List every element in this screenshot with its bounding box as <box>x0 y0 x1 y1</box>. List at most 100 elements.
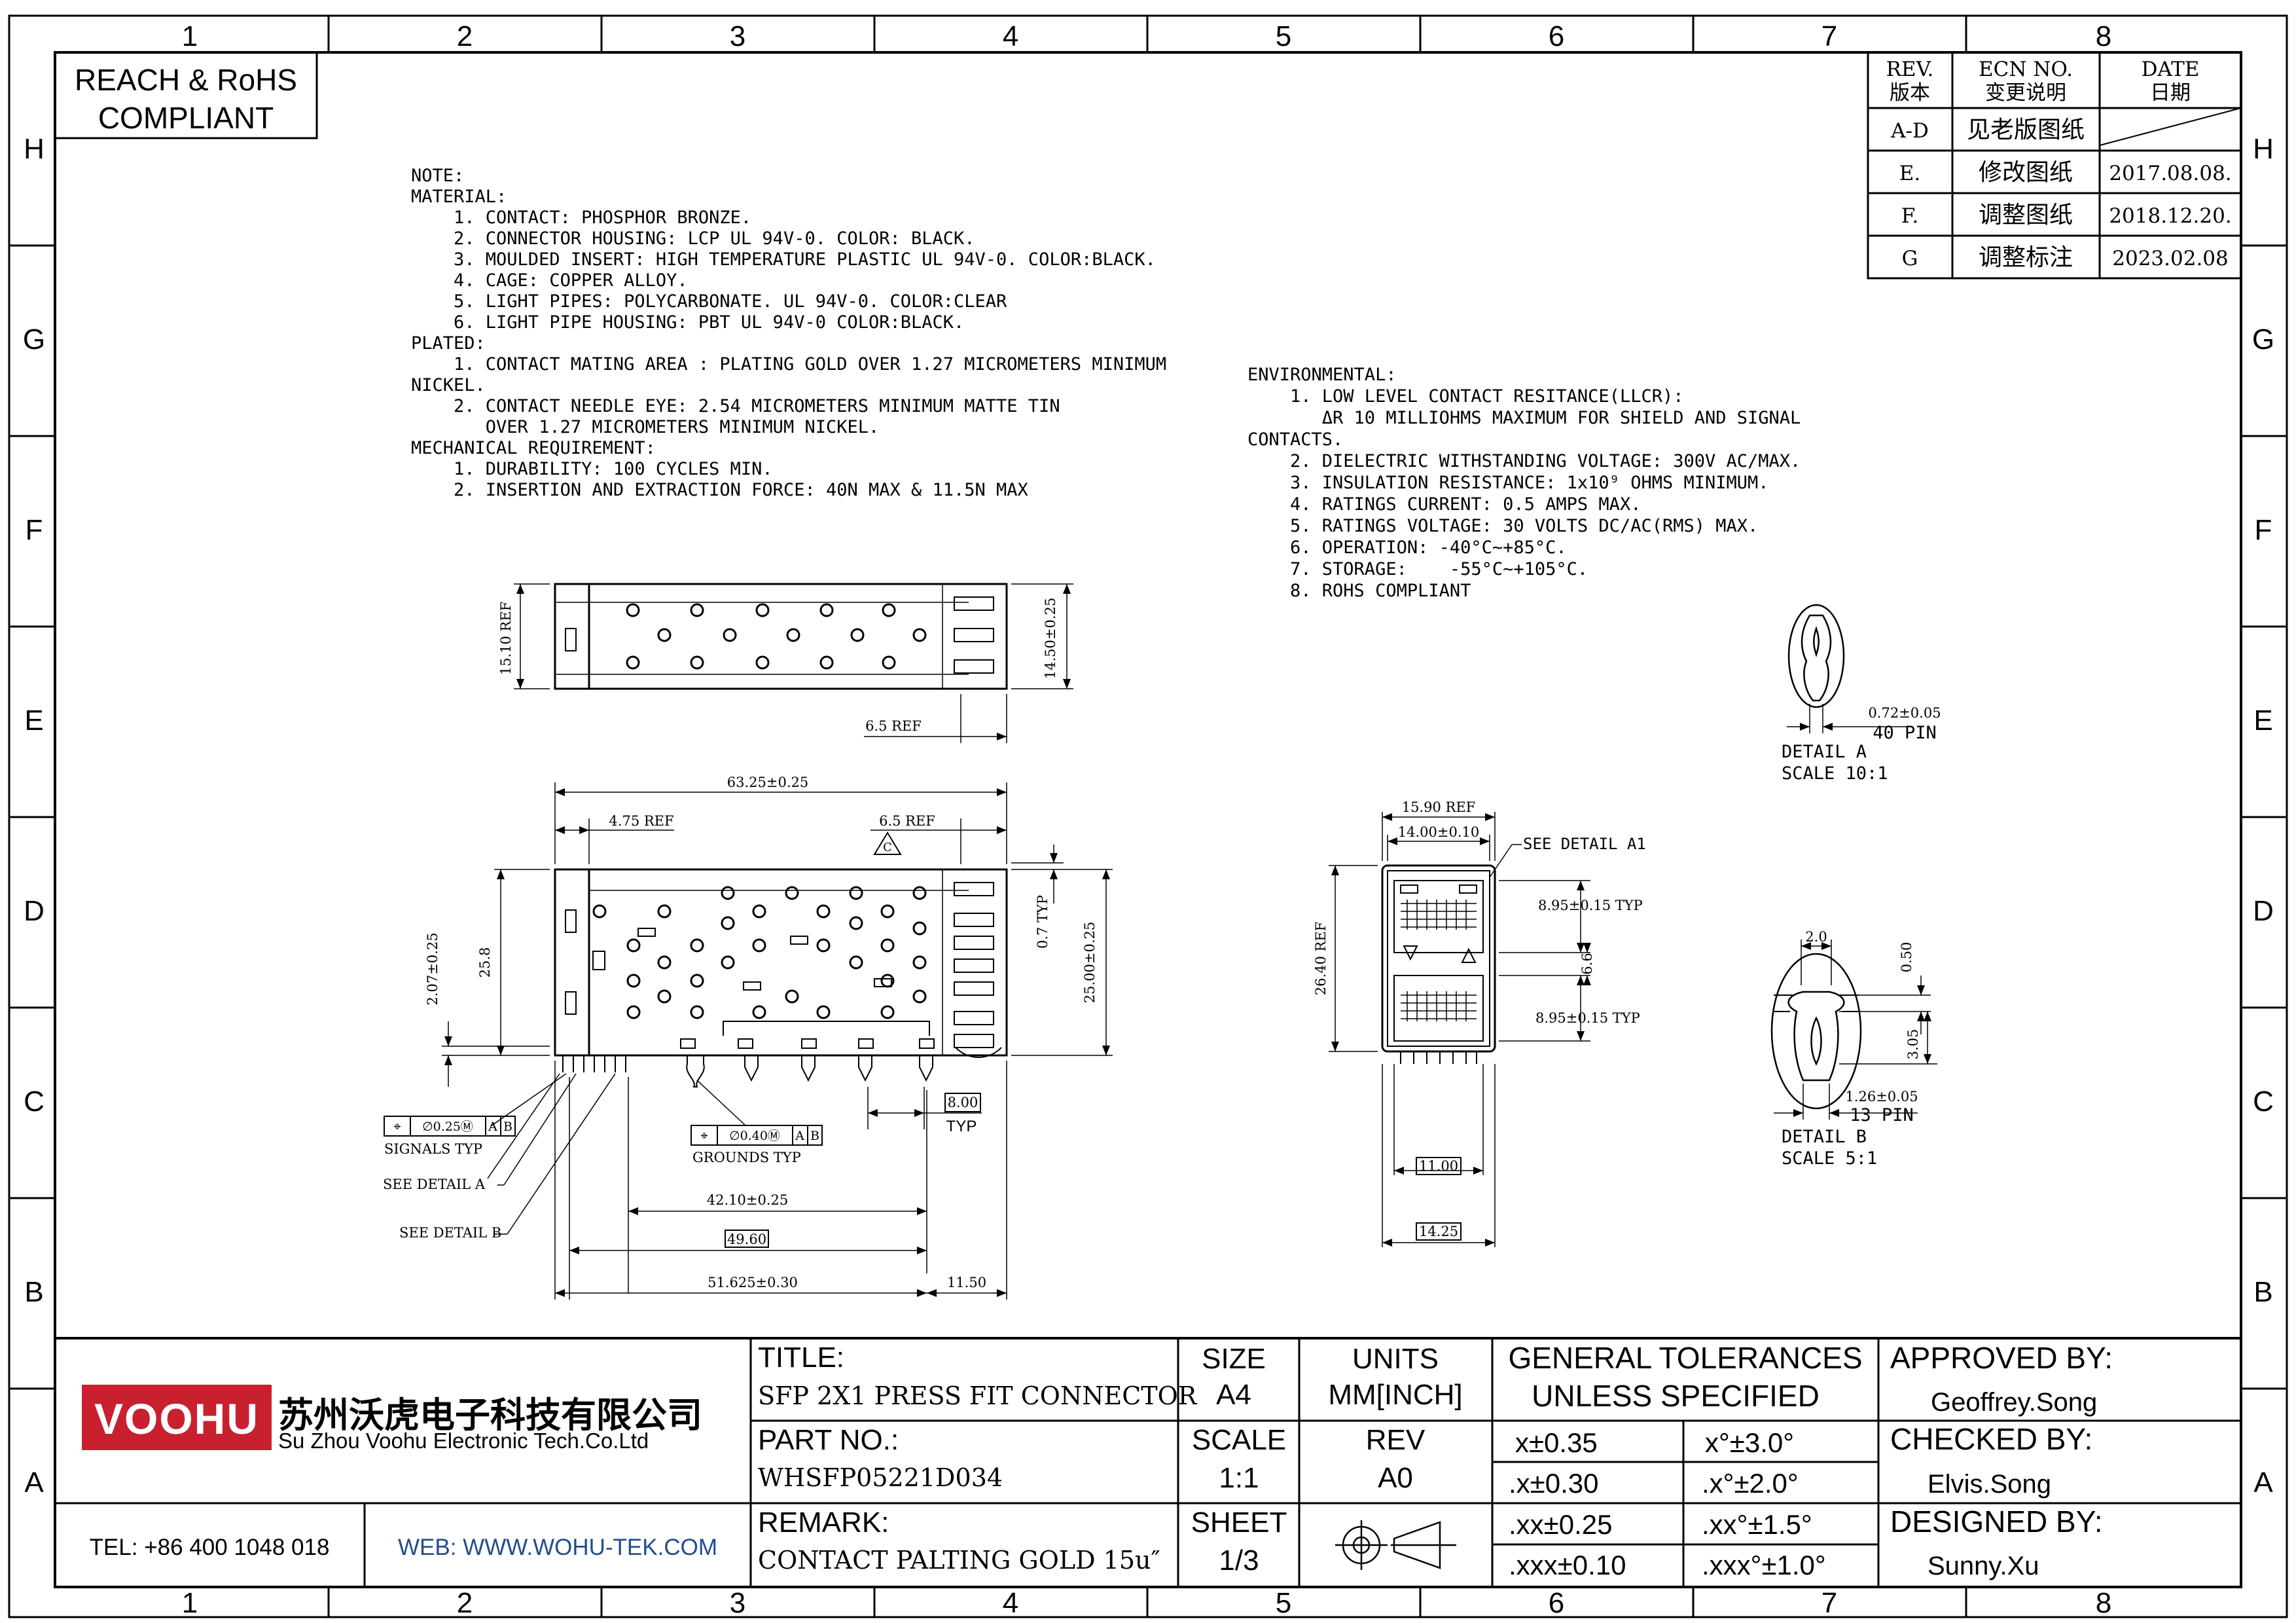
tol-linear-3: .xxx±0.10 <box>1509 1550 1626 1580</box>
detail-a-title: DETAIL A <box>1782 742 1867 762</box>
rev-header-3b: 日期 <box>2150 81 2191 105</box>
col-label-top-5: 5 <box>1276 20 1291 52</box>
side-dim-box-800: 8.00 <box>948 1095 978 1110</box>
side-dim-49-60: 49.60 <box>727 1231 766 1247</box>
side-dim-left-ref: 4.75 REF <box>609 813 673 829</box>
side-view <box>384 782 1113 1300</box>
rev-row-4-ecn: 调整标注 <box>1979 244 2073 271</box>
detail-a-scale: SCALE 10:1 <box>1782 763 1888 784</box>
rev-row-4-rev: G <box>1902 247 1918 270</box>
front-dim-w-ref: 15.90 REF <box>1402 799 1476 815</box>
row-label-right-f: F <box>2255 514 2272 546</box>
side-view-dimensions: 63.25±0.25 4.75 REF 6.5 REF C 2.07±0.25 … <box>383 775 1098 1290</box>
note-line-0: NOTE: <box>411 166 464 186</box>
env-line-1: 1. LOW LEVEL CONTACT RESITANCE(LLCR): <box>1247 386 1683 407</box>
detail-a-pins: 40 PIN <box>1873 723 1937 743</box>
fcf-signals-position-icon: ⌖ <box>393 1118 401 1134</box>
env-line-2: ΔR 10 MILLIOHMS MAXIMUM FOR SHIELD AND S… <box>1247 408 1801 428</box>
fcf-grounds-position-icon: ⌖ <box>700 1127 708 1143</box>
rev-row-1-rev: A-D <box>1890 119 1929 143</box>
top-view-len-ref: 6.5 REF <box>865 718 922 734</box>
tol-angular-1: .x°±2.0° <box>1702 1468 1799 1499</box>
units-value: MM[INCH] <box>1328 1379 1462 1411</box>
note-line-3: 2. CONNECTOR HOUSING: LCP UL 94V-0. COLO… <box>411 228 975 249</box>
designed-by-label: DESIGNED BY: <box>1890 1504 2103 1539</box>
side-dim-typ-label: TYP <box>946 1118 977 1135</box>
rev-header-2a: ECN NO. <box>1979 58 2073 81</box>
projection-symbol-icon <box>1335 1520 1456 1570</box>
note-line-6: 5. LIGHT PIPES: POLYCARBONATE. UL 94V-0.… <box>411 291 1007 312</box>
company-web: WEB: WWW.WOHU-TEK.COM <box>398 1535 717 1560</box>
col-label-bottom-1: 1 <box>182 1587 198 1619</box>
fcf-grounds-label: GROUNDS TYP <box>692 1150 801 1165</box>
col-label-bottom-2: 2 <box>457 1587 473 1619</box>
rev-row-2-date: 2017.08.08. <box>2109 162 2231 185</box>
detail-b-top-w: 2.0 <box>1805 929 1827 945</box>
row-label-left-b: B <box>24 1276 43 1308</box>
tol-angular-3: .xxx°±1.0° <box>1702 1550 1826 1580</box>
env-line-4: 2. DIELECTRIC WITHSTANDING VOLTAGE: 300V… <box>1247 451 1801 471</box>
env-line-5: 3. INSULATION RESISTANCE: 1x10⁹ OHMS MIN… <box>1247 473 1769 493</box>
fcf-signals-tolerance: ∅0.25Ⓜ <box>422 1120 473 1134</box>
env-line-0: ENVIRONMENTAL: <box>1247 365 1397 385</box>
row-label-left-c: C <box>24 1085 45 1118</box>
title-value: SFP 2X1 PRESS FIT CONNECTOR <box>758 1381 1198 1410</box>
fcf-signals-datum-b: B <box>503 1120 512 1134</box>
row-label-left-e: E <box>24 704 43 737</box>
col-label-bottom-8: 8 <box>2096 1587 2111 1619</box>
frame-ticks <box>9 16 2287 1617</box>
front-see-detail-a1: SEE DETAIL A1 <box>1523 835 1646 853</box>
detail-b <box>1770 939 1937 1120</box>
detail-b-dim: 1.26±0.05 <box>1845 1089 1918 1104</box>
part-no-value: WHSFP05221D034 <box>758 1463 1003 1492</box>
note-line-10: NICKEL. <box>411 375 486 395</box>
side-dim-25-8: 25.8 <box>477 947 493 978</box>
front-view <box>1329 812 1591 1247</box>
rev-row-3-rev: F. <box>1901 204 1919 228</box>
col-label-bottom-5: 5 <box>1276 1587 1291 1619</box>
revision-table: REV. 版本 ECN NO. 变更说明 DATE 日期 A-D 见老版图纸 E… <box>1867 51 2242 280</box>
side-dim-11-50: 11.50 <box>947 1275 986 1290</box>
tolerance-title-2: UNLESS SPECIFIED <box>1532 1379 1820 1413</box>
scale-label: SCALE <box>1192 1424 1286 1456</box>
front-view-dimensions: 15.90 REF 14.00±0.10 SEE DETAIL A1 26.40… <box>1313 799 1646 1239</box>
detail-a <box>1787 604 1911 733</box>
size-value: A4 <box>1216 1379 1251 1411</box>
front-dim-mid: 6.6 <box>1579 953 1595 974</box>
env-line-10: 8. ROHS COMPLIANT <box>1247 581 1471 601</box>
note-line-15: 2. INSERTION AND EXTRACTION FORCE: 40N M… <box>411 480 1028 500</box>
rev-header-1b: 版本 <box>1890 81 1930 105</box>
side-dim-height-25: 25.00±0.25 <box>1082 922 1098 1003</box>
env-line-8: 6. OPERATION: -40°C~+85°C. <box>1247 538 1567 558</box>
side-dim-right-ref: 6.5 REF <box>879 813 935 829</box>
row-label-right-g: G <box>2252 323 2274 356</box>
title-block <box>55 1337 2241 1587</box>
rev-row-3-date: 2018.12.20. <box>2109 204 2231 228</box>
note-line-1: MATERIAL: <box>411 187 507 207</box>
tol-angular-2: .xx°±1.5° <box>1702 1509 1812 1540</box>
part-no-label: PART NO.: <box>758 1424 899 1456</box>
remark-value: CONTACT PALTING GOLD 15u″ <box>758 1546 1160 1575</box>
fcf-signals-datum-a: A <box>488 1120 497 1134</box>
top-view-height-ref: 15.10 REF <box>498 602 514 676</box>
rev-header-3a: DATE <box>2142 58 2200 81</box>
units-label: UNITS <box>1352 1343 1439 1375</box>
approved-by-value: Geoffrey.Song <box>1931 1388 2097 1417</box>
company-logo: VOOHU <box>82 1385 272 1450</box>
rev-header-1a: REV. <box>1886 58 1934 81</box>
col-label-bottom-6: 6 <box>1549 1587 1564 1619</box>
fcf-grounds-datum-a: A <box>795 1129 804 1143</box>
front-dim-upper-typ: 8.95±0.15 TYP <box>1538 898 1643 913</box>
note-line-8: PLATED: <box>411 333 486 354</box>
front-dim-box-11: 11.00 <box>1419 1158 1458 1174</box>
fcf-grounds-datum-b: B <box>810 1129 819 1143</box>
detail-a-labels: 0.72±0.05 40 PIN DETAIL A SCALE 10:1 <box>1782 705 1941 784</box>
tol-angular-0: x°±3.0° <box>1705 1427 1794 1458</box>
sheet-label: SHEET <box>1191 1506 1287 1539</box>
frame-labels: 1 2 3 4 5 6 7 8 1 2 3 4 5 6 7 8 H G F E … <box>23 20 2274 1619</box>
sheet-value: 1/3 <box>1219 1544 1259 1577</box>
row-label-left-d: D <box>24 895 45 927</box>
row-label-right-e: E <box>2253 704 2272 737</box>
side-dim-typ-07: 0.7 TYP <box>1035 895 1050 949</box>
company-info: 苏州沃虎电子科技有限公司 Su Zhou Voohu Electronic Te… <box>90 1396 717 1560</box>
